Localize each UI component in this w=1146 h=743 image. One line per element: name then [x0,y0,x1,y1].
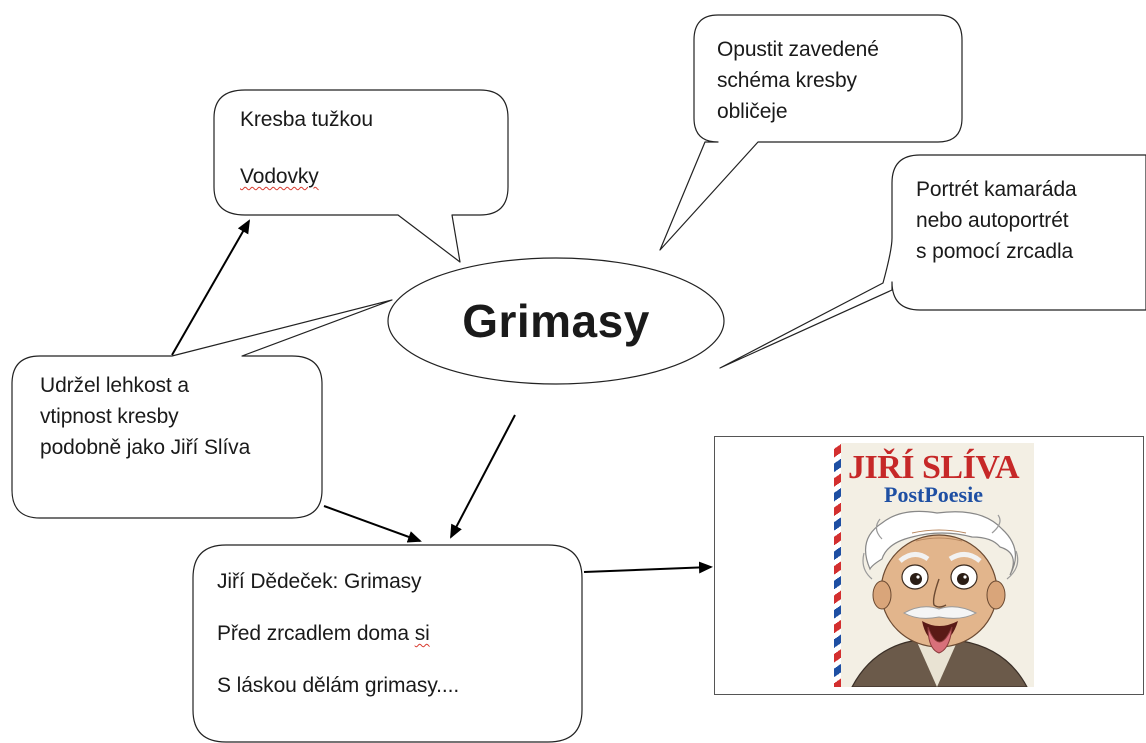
lightness-bubble-shape [11,299,393,519]
portrait-line-2: nebo autoportrét [916,209,1069,232]
materials-bubble-shape [213,89,509,263]
portrait-line-3: s pomocí zrcadla [916,240,1074,263]
poem-box-shape [192,544,583,743]
arrow-lightness-to-materials [171,219,250,356]
book-picture-frame: JIŘÍ SLÍVA PostPoesie [714,436,1144,695]
portrait-line-1: Portrét kamaráda [916,178,1077,201]
poem-line-3: S láskou dělám grimasy.... [217,674,460,697]
materials-bubble: Kresba tužkou Vodovky [240,104,373,192]
arrow-lightness-to-poem [323,505,422,543]
materials-line-pencil: Kresba tužkou [240,108,373,131]
schema-line-1: Opustit zavedené [717,38,879,61]
poem-line-2-main: Před zrcadlem doma [217,622,415,645]
schema-line-3: obličeje [717,100,788,123]
poem-box: Jiří Dědeček: Grimasy Před zrcadlem doma… [217,566,459,702]
center-ellipse [387,257,725,385]
lightness-line-2: vtipnost kresby [40,405,179,428]
book-cover-image: JIŘÍ SLÍVA PostPoesie [834,443,1034,687]
poem-line-1: Jiří Dědeček: Grimasy [217,570,422,593]
portrait-bubble-shape [719,154,1146,369]
arrow-poem-to-book [583,561,713,574]
poem-line-2: Před zrcadlem doma si [217,618,459,650]
materials-line-watercolor: Vodovky [240,165,319,188]
book-title: PostPoesie [884,482,983,507]
airmail-border [834,443,841,687]
schema-line-2: schéma kresby [717,69,857,92]
lightness-line-3: podobně jako Jiří Slíva [40,436,251,459]
book-author: JIŘÍ SLÍVA [848,449,1020,486]
center-node-label: Grimasy [462,295,650,347]
poem-line-2-end: si [414,622,430,645]
portrait-bubble: Portrét kamaráda nebo autoportrét s pomo… [916,174,1077,267]
arrow-center-to-poem [450,414,516,539]
lightness-line-1: Udržel lehkost a [40,374,189,397]
schema-bubble-shape [659,14,963,251]
caricature-illustration [851,510,1028,687]
lightness-bubble: Udržel lehkost a vtipnost kresby podobně… [40,370,250,463]
schema-bubble: Opustit zavedené schéma kresby obličeje [717,34,879,127]
